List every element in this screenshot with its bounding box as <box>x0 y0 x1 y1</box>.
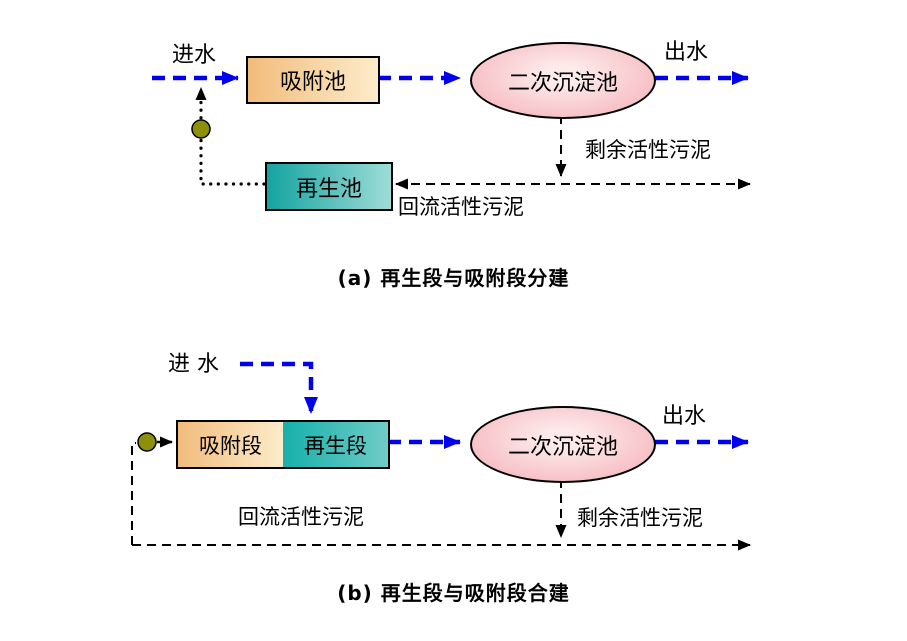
caption-a: (a) 再生段与吸附段分建 <box>337 266 570 290</box>
influent-label-b: 进 水 <box>168 352 219 377</box>
adsorption-stage-label-b: 吸附段 <box>199 433 262 458</box>
adsorption-stage-b: 吸附段 <box>178 422 283 467</box>
clarifier-label-b: 二次沉淀池 <box>507 434 618 460</box>
regeneration-tank-label-a: 再生池 <box>295 176 362 202</box>
influent-flow-line-b <box>240 361 318 414</box>
recycle-node-b <box>137 432 157 452</box>
effluent-label-a: 出水 <box>664 40 709 65</box>
effluent-label-b: 出水 <box>662 404 707 429</box>
left-return-riser-line-b <box>131 442 136 545</box>
clarifier-label-a: 二次沉淀池 <box>507 70 618 96</box>
regeneration-stage-b: 再生段 <box>283 422 388 467</box>
return-sludge-label-b: 回流活性污泥 <box>238 505 364 529</box>
secondary-clarifier-a: 二次沉淀池 <box>470 42 656 119</box>
return-sludge-label-a: 回流活性污泥 <box>398 195 524 219</box>
adsorption-tank-label-a: 吸附池 <box>279 70 346 95</box>
recycle-node-a <box>191 119 211 139</box>
secondary-clarifier-b: 二次沉淀池 <box>470 406 656 483</box>
excess-sludge-label-b: 剩余活性污泥 <box>577 506 703 530</box>
adsorption-tank-a: 吸附池 <box>246 56 380 104</box>
regeneration-tank-a: 再生池 <box>265 162 393 211</box>
combined-tank-b: 吸附段 再生段 <box>176 420 390 469</box>
regeneration-stage-label-b: 再生段 <box>304 433 367 458</box>
caption-b: (b) 再生段与吸附段合建 <box>337 581 570 605</box>
excess-sludge-label-a: 剩余活性污泥 <box>585 138 711 162</box>
influent-label-a: 进水 <box>172 43 217 68</box>
